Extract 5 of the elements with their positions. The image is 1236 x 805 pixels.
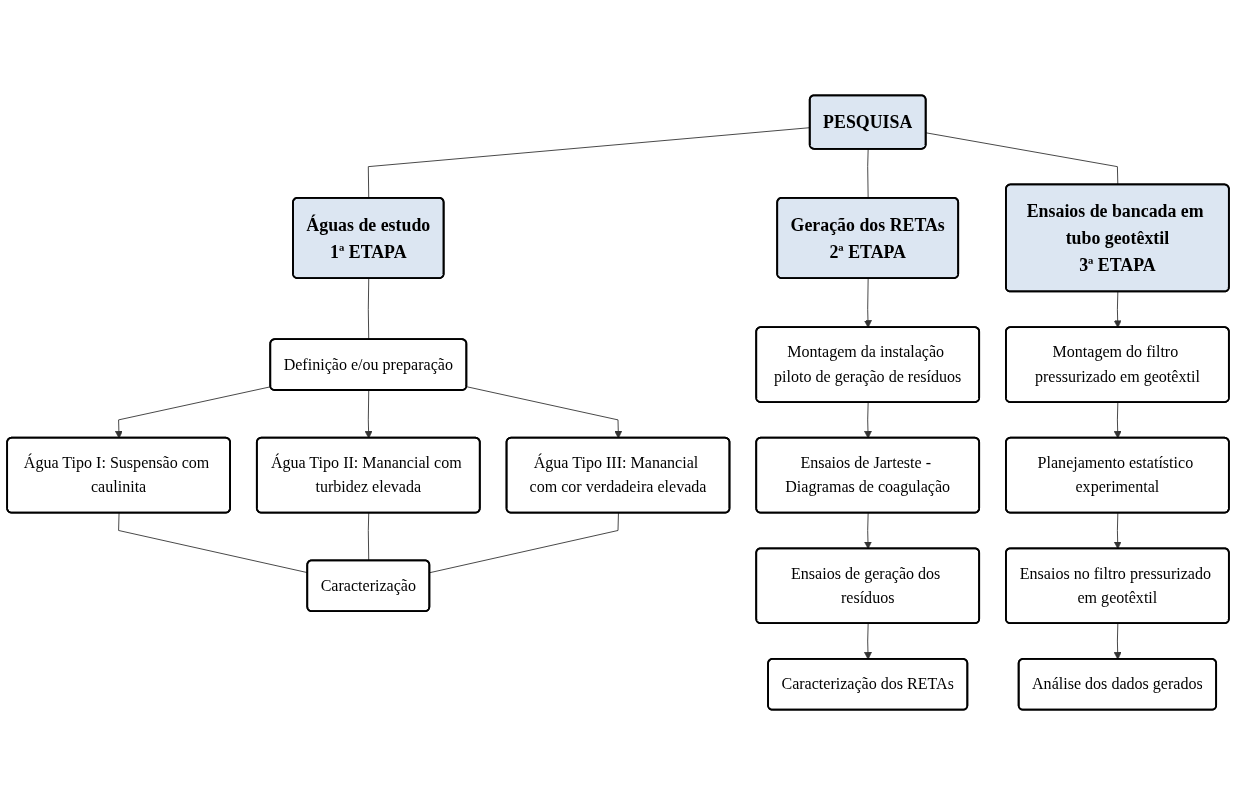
connector	[925, 132, 1119, 186]
connector	[429, 512, 619, 574]
connector	[867, 148, 869, 199]
connector	[367, 512, 370, 562]
connector	[367, 278, 370, 341]
